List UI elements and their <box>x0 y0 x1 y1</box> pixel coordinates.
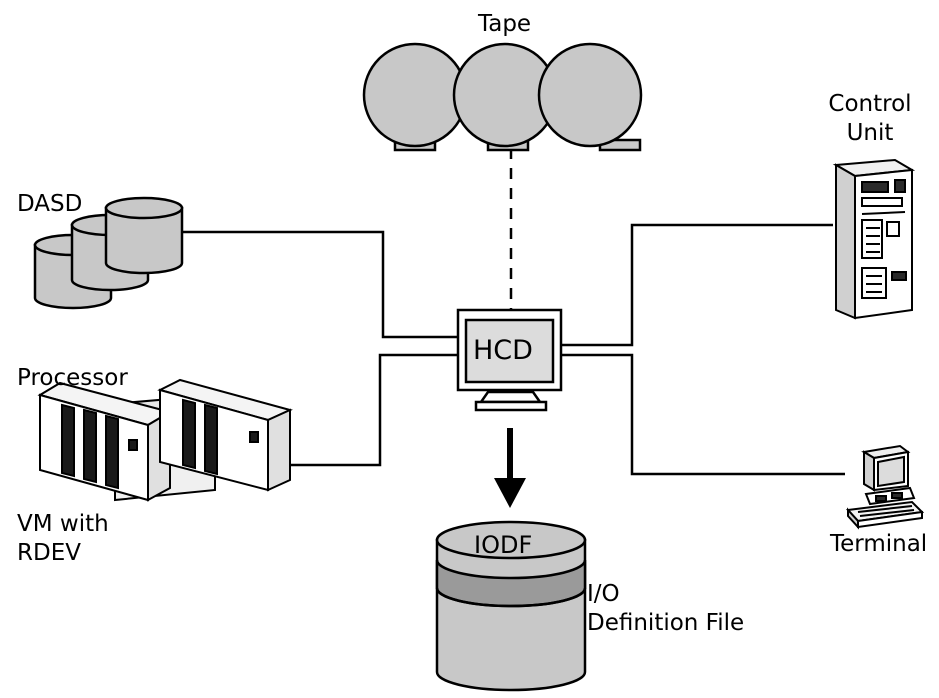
terminal-connection <box>560 353 845 476</box>
control-unit-icon <box>832 158 916 320</box>
io-definition-file-label: I/O Definition File <box>587 580 744 638</box>
control-unit-label-line1: Control <box>828 91 912 117</box>
arrow-down-icon <box>494 428 526 508</box>
control-unit-label-line2: Unit <box>846 120 894 146</box>
control-unit-label: Control Unit <box>820 90 920 148</box>
io-label-line2: Definition File <box>587 610 745 636</box>
dasd-label: DASD <box>17 191 83 217</box>
dasd-connection <box>180 230 458 339</box>
iodf-disk-icon <box>435 520 587 692</box>
connection-lines <box>180 148 845 476</box>
control-unit-connection <box>560 223 833 347</box>
dasd-icon <box>33 196 184 310</box>
processor-connection <box>290 353 458 467</box>
tape-icon <box>362 42 643 152</box>
io-label-line1: I/O <box>587 581 620 607</box>
tape-label: Tape <box>478 11 532 37</box>
vm-label-line2: RDEV <box>17 540 81 566</box>
iodf-label: IODF <box>474 531 533 559</box>
hcd-monitor-icon <box>456 308 563 412</box>
terminal-icon <box>845 444 925 530</box>
terminal-label: Terminal <box>830 531 928 557</box>
processor-label: Processor <box>17 365 128 391</box>
vm-with-rdev-label: VM with RDEV <box>17 510 109 568</box>
hcd-label: HCD <box>473 335 533 366</box>
vm-label-line1: VM with <box>17 511 109 537</box>
processor-icon <box>37 378 293 502</box>
